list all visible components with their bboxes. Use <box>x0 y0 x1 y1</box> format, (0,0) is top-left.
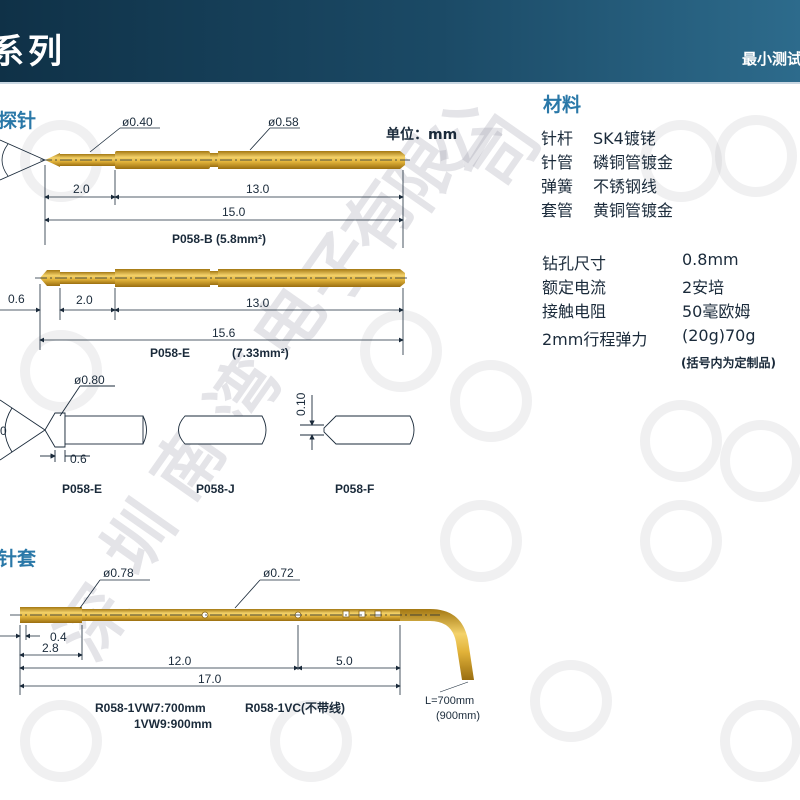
model-label: R058-1VC(不带线) <box>245 700 345 715</box>
dim-label: 5.0 <box>336 654 353 668</box>
dim-label: 15.6 <box>212 326 236 340</box>
tip-details <box>0 385 415 462</box>
model-label: P058-B (5.8mm²) <box>172 232 266 246</box>
header-divider <box>0 82 800 84</box>
dim-label: 0.10 <box>294 392 308 416</box>
probe-p058e <box>0 269 410 355</box>
dim-label: 13.0 <box>246 296 270 310</box>
dim-label: 2.0 <box>73 182 90 196</box>
model-label: P058-E <box>150 346 190 360</box>
page-title: 系列 <box>0 32 66 72</box>
material-row: 套管黄铜管镀金 <box>541 201 674 220</box>
dim-label: 2.8 <box>42 641 59 655</box>
dim-label: 13.0 <box>246 182 270 196</box>
watermark-logo-icon <box>20 330 102 412</box>
dim-label: ø0.78 <box>103 566 134 580</box>
watermark-logo-icon <box>640 400 722 482</box>
wire-length-label: (900mm) <box>436 710 480 722</box>
dim-label: 17.0 <box>198 672 222 686</box>
header-subtitle: 最小测试 <box>742 50 800 68</box>
model-label: (7.33mm²) <box>232 346 289 360</box>
tip-label: P058-J <box>196 482 235 496</box>
probe-section-title: 探针 <box>0 110 37 132</box>
dim-label: 0.6 <box>70 452 87 466</box>
watermark-logo-icon <box>640 500 722 582</box>
custom-note: (括号内为定制品) <box>681 356 776 370</box>
dim-label: 0 <box>0 424 7 438</box>
wire-length-label: L=700mm <box>425 695 474 707</box>
dim-label: ø0.58 <box>268 115 299 129</box>
dim-label: ø0.80 <box>74 373 105 387</box>
material-row: 针管磷铜管镀金 <box>541 153 674 172</box>
tip-label: P058-F <box>335 482 374 496</box>
materials-title: 材料 <box>543 94 582 116</box>
dim-label: 2.0 <box>76 293 93 307</box>
watermark-logo-icon <box>450 360 532 442</box>
watermark-logo-icon <box>360 310 442 392</box>
watermark-logo-icon <box>270 700 352 782</box>
dim-label: 15.0 <box>222 205 246 219</box>
watermark-logo-icon <box>440 500 522 582</box>
socket-r058 <box>0 579 474 695</box>
socket-section-title: 针套 <box>0 548 37 570</box>
watermark-logo-icon <box>720 420 800 502</box>
dim-label: 0.6 <box>8 292 25 306</box>
tip-label: P058-E <box>62 482 102 496</box>
model-label: R058-1VW7:700mm <box>95 701 206 715</box>
watermark-logo-icon <box>720 700 800 782</box>
dim-label: 0.4 <box>50 630 67 644</box>
probe-p058b <box>0 127 410 248</box>
model-label: 1VW9:900mm <box>134 717 212 731</box>
dim-label: ø0.40 <box>122 115 153 129</box>
header-banner: 系列 最小测试 <box>0 0 800 82</box>
material-row: 弹簧不锈钢线 <box>541 177 658 196</box>
unit-label: 单位：mm <box>386 127 458 143</box>
watermark-logo-icon <box>20 700 102 782</box>
dim-label: 12.0 <box>168 654 192 668</box>
dim-label: ø0.72 <box>263 566 294 580</box>
watermark-logo-icon <box>530 660 612 742</box>
watermark-logo-icon <box>715 115 797 197</box>
